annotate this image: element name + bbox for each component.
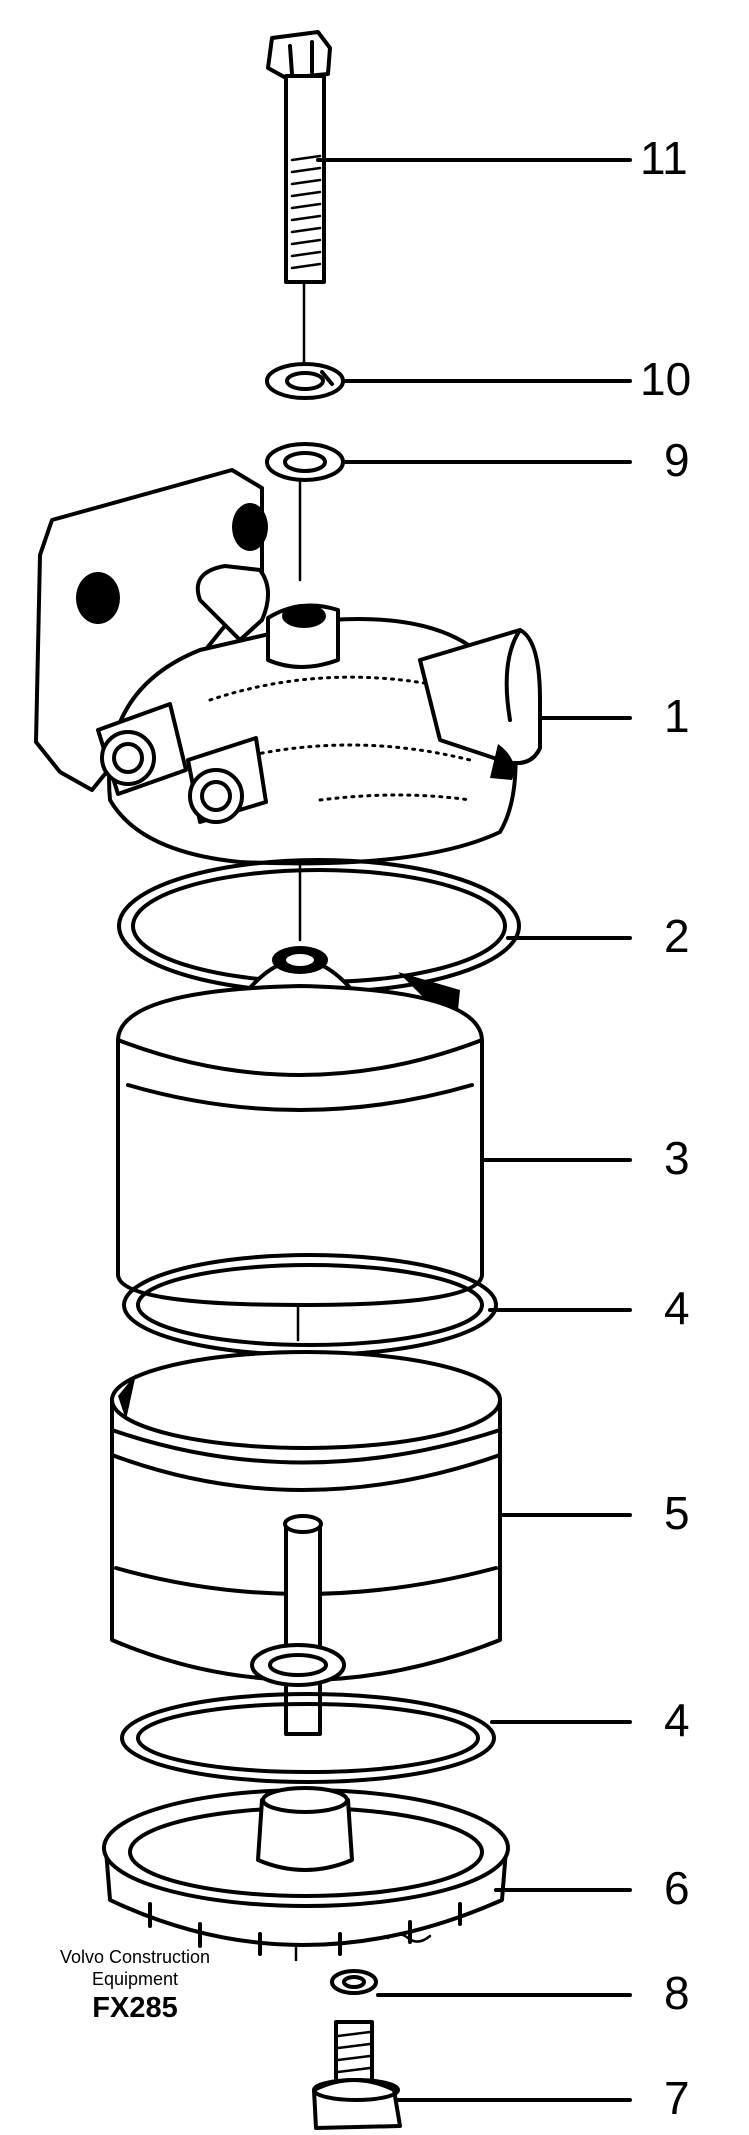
drain-washer xyxy=(330,1969,378,1995)
callout-1: 1 xyxy=(664,690,690,742)
callout-7: 7 xyxy=(664,2072,690,2124)
callout-6: 6 xyxy=(664,1862,690,1914)
filter-head xyxy=(34,468,542,866)
spring-washer xyxy=(265,362,345,400)
callout-11: 11 xyxy=(640,132,688,184)
drain-plug xyxy=(312,2020,402,2130)
lower-o-ring xyxy=(120,1692,496,1784)
callout-numbers: 11 10 9 1 2 3 4 5 4 6 8 7 xyxy=(640,132,691,2124)
brand-line-2: Equipment xyxy=(91,1969,179,1989)
washer xyxy=(265,442,345,482)
callout-4-lower: 4 xyxy=(664,1694,690,1746)
callout-4-upper: 4 xyxy=(664,1282,690,1334)
callout-3: 3 xyxy=(664,1132,690,1184)
callout-10: 10 xyxy=(640,353,691,405)
bowl xyxy=(110,1350,502,1736)
bolt xyxy=(266,30,332,284)
callout-5: 5 xyxy=(664,1487,690,1539)
callout-8: 8 xyxy=(664,1967,690,2019)
callout-2: 2 xyxy=(664,910,690,962)
brand-line-1: Volvo Construction xyxy=(59,1947,211,1967)
leader-lines xyxy=(316,158,632,2102)
diagram-code: FX285 xyxy=(92,1992,178,2024)
bottom-plate xyxy=(102,1786,510,1956)
manufacturer-caption: Volvo Construction Equipment FX285 xyxy=(30,1946,240,2025)
filter-element xyxy=(116,946,484,1307)
callout-9: 9 xyxy=(664,434,690,486)
